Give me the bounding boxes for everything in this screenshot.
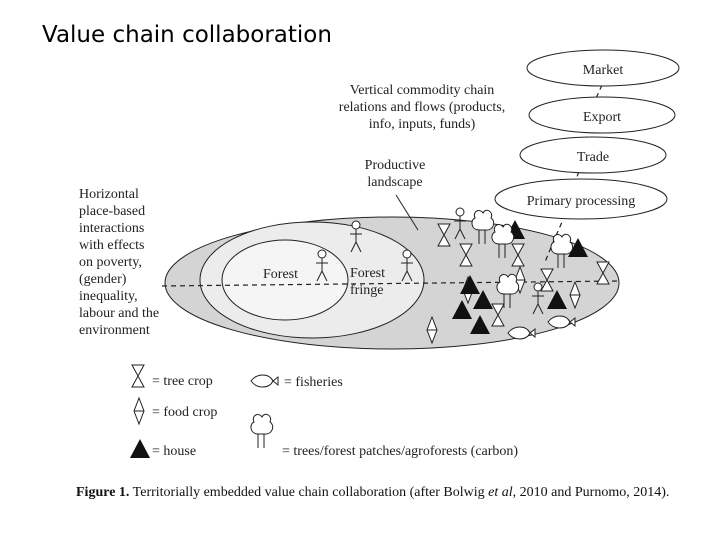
slide-title: Value chain collaboration xyxy=(42,22,332,48)
stage-export-label: Export xyxy=(582,110,622,125)
vertical-chain-text: Vertical commodity chain relations and f… xyxy=(322,82,522,133)
legend-trees-label: = trees/forest patches/agroforests (carb… xyxy=(282,444,519,459)
forest-label: Forest xyxy=(263,267,298,282)
forest-fringe-line-2: fringe xyxy=(350,283,384,298)
horizontal-line-9: environment xyxy=(79,323,150,338)
caption-text-after: , 2010 and Purnomo, 2014). xyxy=(512,485,670,500)
caption-text-before: Territorially embedded value chain colla… xyxy=(129,485,489,500)
horizontal-line-5: on poverty, xyxy=(79,255,142,270)
trade-ellipse xyxy=(519,136,667,174)
horizontal-line-2: place-based xyxy=(79,204,146,219)
legend-tree-crop-label: = tree crop xyxy=(152,374,213,389)
legend-fisheries-label: = fisheries xyxy=(284,375,343,390)
vertical-chain-line-2: relations and flows (products, xyxy=(338,100,506,115)
productive-landscape-line-1: Productive xyxy=(364,158,426,173)
figure-caption: Figure 1. Territorially embedded value c… xyxy=(76,484,676,502)
figure-label: Figure 1. xyxy=(76,485,130,500)
legend-house-icon xyxy=(130,439,150,458)
legend-food-crop-icon xyxy=(133,397,145,425)
horizontal-line-6: (gender) xyxy=(79,272,127,287)
horizontal-line-8: labour and the xyxy=(79,306,160,321)
productive-landscape-label: Productive landscape xyxy=(345,157,445,191)
productive-landscape-pointer xyxy=(395,194,419,231)
horizontal-interactions-text: Horizontal place-based interactions with… xyxy=(79,186,179,339)
forest-fringe-line-1: Forest xyxy=(350,266,385,281)
horizontal-axis xyxy=(161,280,621,287)
market-ellipse xyxy=(526,49,680,87)
primary-processing-ellipse xyxy=(494,178,668,220)
horizontal-line-3: interactions xyxy=(79,221,145,236)
horizontal-line-4: with effects xyxy=(79,238,145,253)
legend-tree-crop-icon xyxy=(131,364,145,388)
legend-house-label: = house xyxy=(152,444,197,459)
legend-tree-icon xyxy=(250,413,274,449)
export-ellipse xyxy=(528,96,676,134)
stage-primary-processing-label: Primary processing xyxy=(526,194,636,209)
forest-ellipse xyxy=(221,239,349,321)
legend-food-crop-label: = food crop xyxy=(152,405,218,420)
stage-market-label: Market xyxy=(582,63,624,78)
horizontal-line-1: Horizontal xyxy=(79,187,139,202)
forest-fringe-label: Forest fringe xyxy=(350,265,385,299)
horizontal-line-7: inequality, xyxy=(79,289,138,304)
stage-trade-label: Trade xyxy=(576,150,610,165)
vertical-chain-line-3: info, inputs, funds) xyxy=(368,117,476,132)
productive-landscape-line-2: landscape xyxy=(367,175,423,190)
caption-et-al: et al xyxy=(488,485,513,500)
legend-fisheries-icon xyxy=(250,374,279,388)
vertical-chain-line-1: Vertical commodity chain xyxy=(349,83,495,98)
